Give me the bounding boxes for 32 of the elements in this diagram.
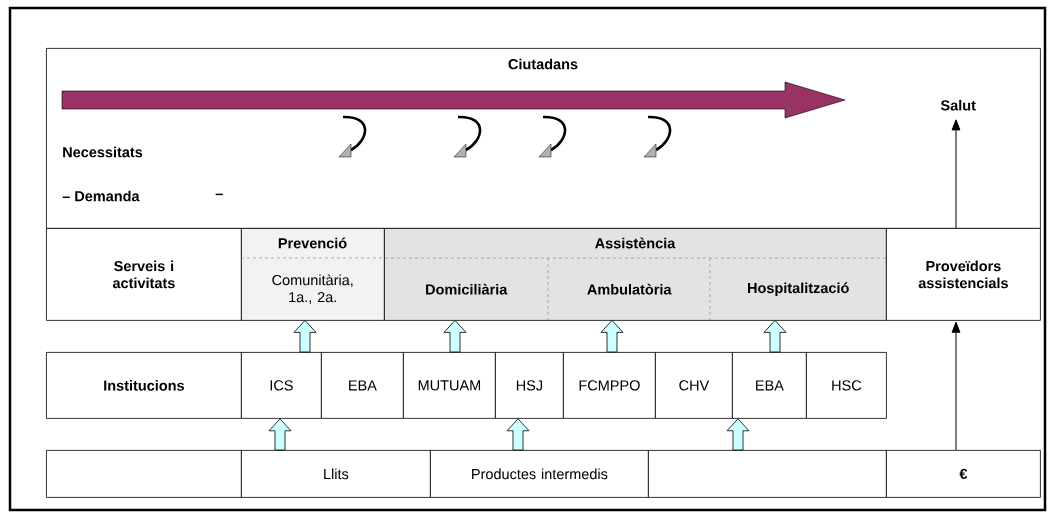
block-arrow <box>600 320 624 353</box>
table-cell: ICS <box>241 352 322 419</box>
block-arrow <box>443 320 467 353</box>
text-label: Salut <box>940 99 976 111</box>
table-cell: Llits <box>241 450 431 498</box>
block-arrow <box>763 320 787 353</box>
table-cell: Comunitària, 1a., 2a. <box>272 274 353 304</box>
text-label: – Demanda <box>62 190 140 202</box>
table-cell: Productes intermedis <box>430 450 649 498</box>
table-cell: HSJ <box>495 352 564 419</box>
table-cell: Domiciliària <box>426 283 508 295</box>
table-cell <box>648 450 887 498</box>
table-cell: FCMPPO <box>563 352 656 419</box>
table-cell: EBA <box>732 352 807 419</box>
arrow <box>951 119 961 229</box>
block-arrow <box>726 418 750 451</box>
table-cell: Ambulatòria <box>587 283 672 295</box>
text-label: Necessitats <box>63 146 143 158</box>
block-arrow <box>293 320 317 353</box>
block-arrow <box>268 418 292 451</box>
arrow <box>951 321 961 451</box>
table-cell: Proveïdors assistencials <box>886 228 1041 321</box>
table-cell: Hospitalització <box>748 282 849 296</box>
table-cell: € <box>886 450 1041 498</box>
table-cell: CHV <box>655 352 733 419</box>
table-cell: MUTUAM <box>403 352 496 419</box>
block-arrow <box>506 418 530 451</box>
table-cell: Serveis i activitats <box>46 228 242 321</box>
text-label: – <box>215 193 223 196</box>
table-cell: HSC <box>806 352 887 419</box>
table-cell: EBA <box>321 352 404 419</box>
table-cell <box>46 450 242 498</box>
